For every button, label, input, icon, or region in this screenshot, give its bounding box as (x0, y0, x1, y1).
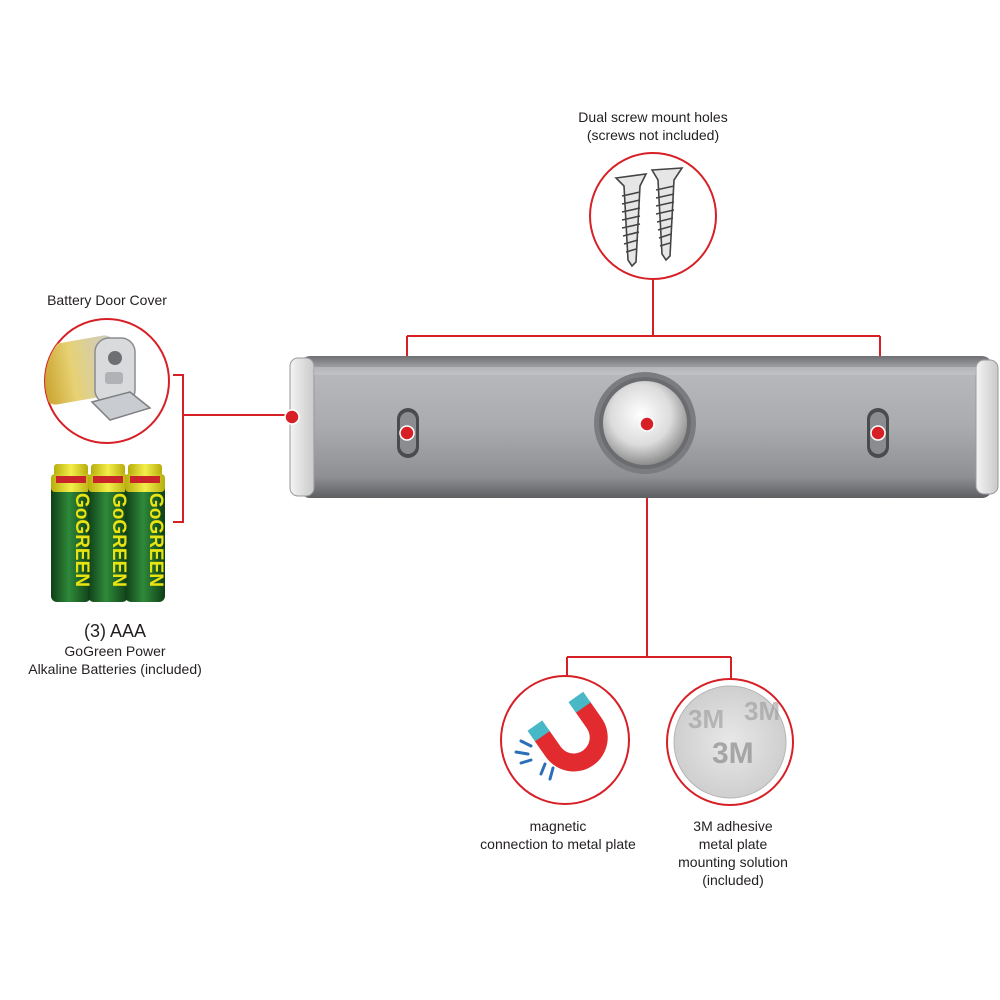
adhesive-brand-text-2: 3M (744, 696, 780, 726)
batteries-label-line2: GoGreen Power (64, 643, 166, 659)
callout-dot-button (639, 416, 655, 432)
magnetic-label-line2: connection to metal plate (480, 836, 636, 852)
magnetic-label-line1: magnetic (529, 818, 587, 834)
screws-label: Dual screw mount holes (screws not inclu… (553, 108, 753, 144)
battery-icon: GoGREEN GoGREEN GoGREEN (51, 464, 166, 602)
adhesive-brand-text-3: 3M (712, 737, 754, 770)
adhesive-label-line2: metal plate (698, 836, 768, 852)
adhesive-label-line3: mounting solution (678, 854, 788, 870)
callout-dot-left-cap (284, 409, 300, 425)
adhesive-label-line1: 3M adhesive (693, 818, 773, 834)
battery-1 (51, 464, 91, 602)
battery-door-label-text: Battery Door Cover (47, 292, 167, 308)
callout-lines (173, 280, 881, 680)
light-bar (284, 356, 999, 498)
screws-label-line1: Dual screw mount holes (578, 109, 728, 125)
adhesive-brand-text-1: 3M (688, 704, 724, 734)
battery-brand-text-2: GoGREEN (108, 493, 129, 587)
light-bar-left-cap (289, 357, 315, 497)
batteries-label-line1: (3) AAA (83, 621, 147, 641)
adhesive-label: 3M adhesive metal plate mounting solutio… (643, 817, 823, 889)
light-bar-right-cap (975, 359, 999, 495)
battery-door-label: Battery Door Cover (17, 291, 197, 309)
callout-dot-left-slot (399, 425, 415, 441)
callout-dot-right-slot (870, 425, 886, 441)
magnetic-label: magnetic connection to metal plate (458, 817, 658, 853)
battery-brand-text-1: GoGREEN (71, 493, 92, 587)
battery-connector-line (173, 374, 292, 523)
screws-label-line2: (screws not included) (586, 127, 720, 143)
adhesive-label-line4: (included) (702, 872, 764, 888)
screws-connector-line (406, 280, 881, 430)
battery-brand-text-3: GoGREEN (145, 493, 166, 587)
batteries-label: (3) AAA GoGreen Power Alkaline Batteries… (10, 620, 220, 678)
button-connector-line (566, 425, 732, 680)
batteries-label-line3: Alkaline Batteries (included) (28, 661, 202, 677)
magnet-icon (500, 675, 630, 805)
battery-2 (88, 464, 128, 602)
battery-door-icon (44, 318, 170, 444)
screws-icon (589, 152, 717, 280)
battery-3 (125, 464, 165, 602)
adhesive-plate-icon: 3M 3M 3M (666, 678, 794, 806)
